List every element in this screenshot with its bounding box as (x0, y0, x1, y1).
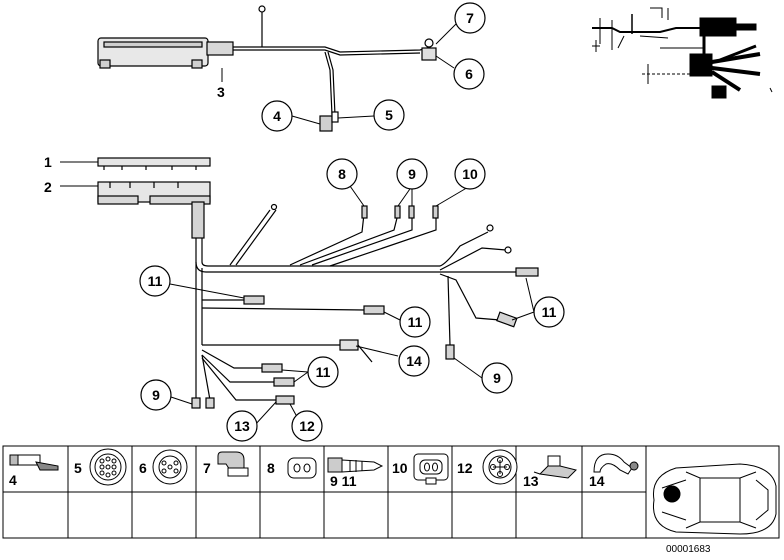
lower-harness (191, 201, 539, 409)
callout-6: 6 (453, 58, 485, 90)
trunk-sleeve (191, 201, 205, 239)
callout-9-left: 9 (140, 379, 172, 411)
legend-icon-8 (287, 457, 317, 479)
callout-7: 7 (454, 2, 486, 34)
callout-9-right: 9 (481, 362, 513, 394)
upper-leaders (291, 23, 457, 125)
legend-label-8: 8 (267, 460, 275, 476)
legend-label-14: 14 (589, 473, 605, 489)
svg-text:11: 11 (408, 314, 423, 330)
legend-label-5: 5 (74, 460, 82, 476)
vehicle-location-icon (652, 463, 777, 535)
legend-label-7: 7 (203, 460, 211, 476)
svg-text:5: 5 (385, 107, 393, 123)
svg-text:9: 9 (152, 387, 160, 403)
legend-label-10: 10 (392, 460, 408, 476)
part-label-1: 1 (44, 154, 52, 170)
callout-12: 12 (291, 410, 323, 442)
svg-text:6: 6 (465, 66, 473, 82)
svg-text:13: 13 (234, 418, 250, 434)
fan-wire-8 (289, 213, 365, 266)
legend-icon-10 (413, 453, 449, 485)
connector-5 (331, 111, 339, 123)
legend-label-9-11: 9 11 (330, 473, 357, 489)
legend-icon-7 (217, 451, 249, 477)
legend-label-4: 4 (9, 472, 17, 488)
callout-14: 14 (398, 345, 430, 377)
callout-4: 4 (261, 100, 293, 132)
callout-10: 10 (454, 158, 486, 190)
legend-label-12: 12 (457, 460, 473, 476)
callout-11-lower: 11 (307, 356, 339, 388)
upper-harness (97, 5, 437, 132)
legend-icon-14 (593, 453, 639, 475)
legend-icon-5 (89, 448, 127, 486)
callout-5: 5 (373, 99, 405, 131)
location-marker (663, 485, 681, 503)
control-unit-clip (103, 41, 203, 48)
harness-overview-thumbnail (592, 7, 773, 99)
legend-icon-6 (152, 449, 188, 485)
connector-7 (424, 38, 434, 48)
legend-icon-12 (482, 449, 518, 485)
drawing-number: 00001683 (666, 544, 711, 555)
callout-11-left: 11 (139, 265, 171, 297)
callout-11-middle: 11 (399, 306, 431, 338)
legend-label-13: 13 (523, 473, 539, 489)
svg-text:9: 9 (493, 370, 501, 386)
svg-text:10: 10 (462, 166, 478, 182)
connector-legend-table (2, 445, 780, 539)
svg-text:4: 4 (273, 108, 281, 124)
control-unit-tab-right (191, 59, 203, 69)
callout-13: 13 (226, 410, 258, 442)
svg-text:12: 12 (299, 418, 315, 434)
legend-icon-13 (533, 455, 577, 479)
connector-14 (339, 339, 359, 351)
callout-8: 8 (326, 158, 358, 190)
legend-icon-9-11 (327, 457, 384, 473)
svg-text:8: 8 (338, 166, 346, 182)
legend-label-6: 6 (139, 460, 147, 476)
part-label-2: 2 (44, 179, 52, 195)
control-unit-tab-left (99, 59, 111, 69)
svg-text:11: 11 (542, 304, 557, 320)
cover-strips (60, 157, 211, 205)
svg-text:9: 9 (408, 166, 416, 182)
svg-text:11: 11 (316, 364, 331, 380)
callout-11-right: 11 (533, 296, 565, 328)
part-label-3: 3 (217, 84, 225, 100)
diagonal-wire (229, 209, 271, 266)
svg-text:7: 7 (466, 10, 474, 26)
svg-text:14: 14 (406, 353, 422, 369)
right-connector-lower (496, 311, 518, 328)
svg-text:11: 11 (148, 273, 163, 289)
control-unit-plug (206, 41, 234, 56)
upper-branch-down (324, 51, 333, 116)
legend-icon-4 (9, 454, 59, 471)
connector-4 (319, 115, 333, 132)
callout-9-top: 9 (396, 158, 428, 190)
lower-leaders (167, 185, 535, 427)
cover-strip-1 (97, 157, 211, 167)
right-connector-11 (515, 267, 539, 277)
connector-6 (421, 47, 437, 61)
